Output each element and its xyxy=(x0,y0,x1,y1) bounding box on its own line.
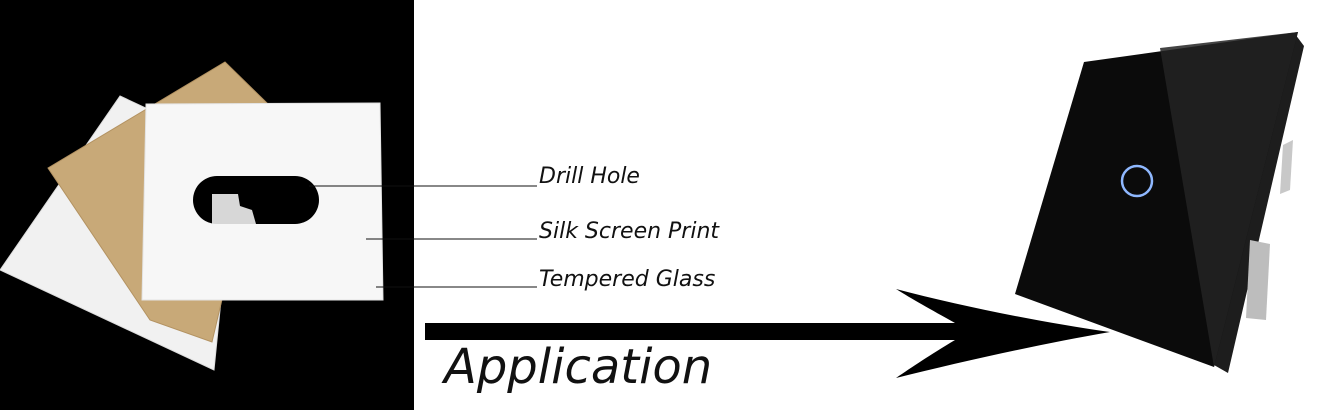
tempered-glass-label: Tempered Glass xyxy=(539,267,716,292)
switch-connector-top xyxy=(1280,140,1293,194)
touch-button-ring xyxy=(1120,164,1154,198)
switch-connector-bottom xyxy=(1246,240,1270,320)
glass-reflection xyxy=(1160,32,1298,367)
drill-hole-label: Drill Hole xyxy=(539,164,640,189)
switch-side-edge xyxy=(1214,34,1304,373)
drill-hole xyxy=(193,176,319,224)
application-arrow xyxy=(425,289,1110,378)
drill-hole-inner-shape xyxy=(212,194,256,224)
silk-screen-print-label: Silk Screen Print xyxy=(539,219,720,244)
application-caption: Application xyxy=(444,339,713,395)
